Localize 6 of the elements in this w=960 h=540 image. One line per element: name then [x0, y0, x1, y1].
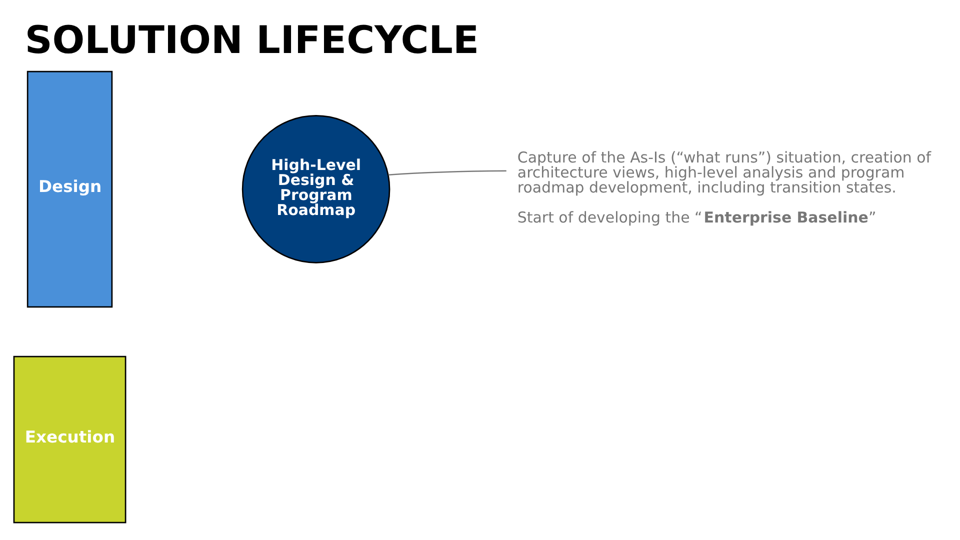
connector: [388, 170, 506, 176]
node-text: Capture of the As-Is (“what runs”) situation, creation of architecture views, high-level analysis and program roadmap development, including transition states. Start of developing the “Enterprise Baseline”: [517, 148, 932, 226]
node-circle: High-Level Design & Program Roadmap: [242, 114, 390, 263]
diagram-title: SOLUTION LIFECYCLE: [24, 18, 479, 62]
node-box: Design: [26, 70, 113, 308]
node-box: Execution: [13, 355, 126, 523]
